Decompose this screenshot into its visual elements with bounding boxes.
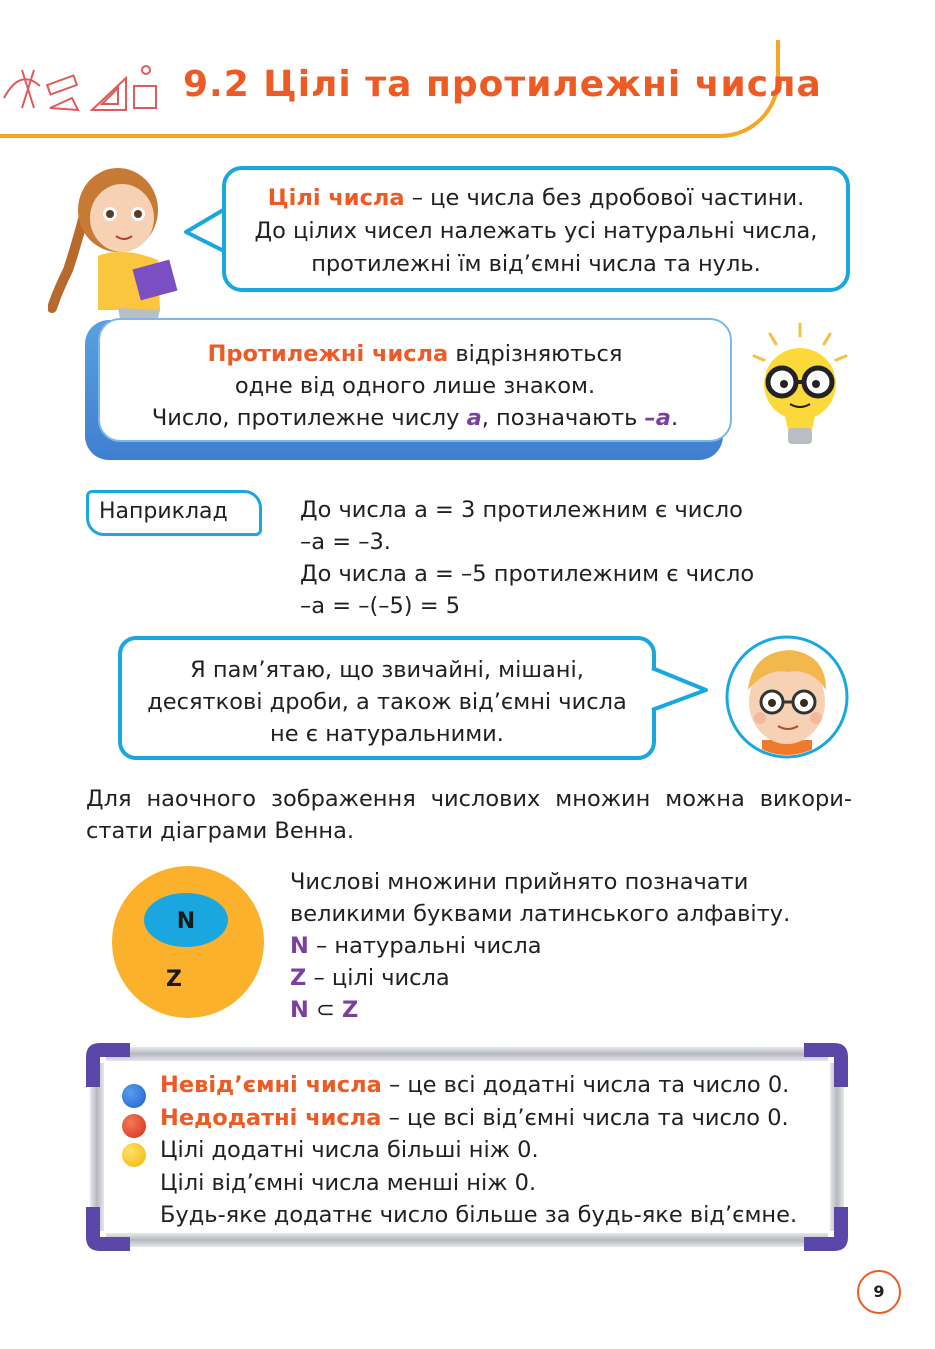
- integers-def-line3: протилежні їм від’ємні числа та нуль.: [311, 251, 761, 277]
- page-number: 9: [857, 1270, 901, 1314]
- memory-line: Я пам’ятаю, що звичайні, мішані,: [190, 657, 584, 683]
- speech-tail: [184, 204, 232, 256]
- sets-description: Числові множини прийнято позначати велик…: [290, 866, 790, 1026]
- venn-diagram: N Z: [112, 866, 264, 1018]
- set-n-ellipse: [144, 893, 228, 947]
- nonpositive-term: Недодатні числа: [160, 1104, 382, 1131]
- symbol-n: N: [290, 933, 309, 959]
- integers-desc: – цілі числа: [306, 965, 450, 991]
- integers-definition-bubble: Цілі числа – це числа без дробової части…: [222, 166, 850, 292]
- page-title: 9.2 Цілі та протилежні числа: [183, 64, 822, 105]
- nonpositive-def: – це всі від’ємні числа та число 0.: [381, 1104, 789, 1131]
- blue-bullet-icon: [122, 1084, 146, 1108]
- math-tools-icon: [3, 65, 157, 112]
- opposite-line3-mid: , позначають: [481, 405, 645, 431]
- boy-avatar: [725, 635, 849, 759]
- red-bullet-icon: [122, 1114, 146, 1138]
- variable-neg-a: –а: [644, 405, 671, 431]
- yellow-bullet-icon: [122, 1143, 146, 1167]
- header-bar: [0, 40, 780, 138]
- example-line: До числа а = 3 протилежним є число: [300, 497, 743, 523]
- memory-line: не є натуральними.: [270, 721, 504, 747]
- example-text: До числа а = 3 протилежним є число –а = …: [300, 494, 754, 622]
- opposite-term: Протилежні числа: [207, 341, 449, 367]
- subset-z: Z: [342, 997, 359, 1023]
- subset-operator: ⊂: [308, 997, 343, 1023]
- board-line3: Цілі додатні числа більші ніж 0.: [160, 1137, 539, 1163]
- example-label: Наприклад: [86, 490, 262, 536]
- opposite-line3-end: .: [670, 405, 679, 431]
- opposite-line1: відрізняються: [448, 341, 623, 367]
- speech-tail: [648, 666, 708, 712]
- board-frame: [86, 1043, 848, 1251]
- nonnegative-def: – це всі додатні числа та число 0.: [381, 1072, 790, 1098]
- lightbulb-glasses-icon: [752, 322, 848, 444]
- opposite-line3-start: Число, протилежне числу: [151, 405, 467, 431]
- venn-label-n: N: [177, 909, 195, 934]
- board-line4: Цілі від’ємні числа менші ніж 0.: [160, 1169, 537, 1196]
- nonnegative-term: Невід’ємні числа: [160, 1072, 382, 1098]
- memory-line: десяткові дроби, а також від’ємні числа: [147, 689, 627, 715]
- venn-label-z: Z: [166, 967, 182, 992]
- opposite-line2: одне від одного лише знаком.: [234, 373, 596, 399]
- symbol-z: Z: [290, 965, 307, 991]
- integers-term: Цілі числа: [267, 185, 405, 211]
- example-line: До числа а = –5 протилежним є число: [300, 561, 755, 587]
- integers-def-line1: – це числа без дробової частини.: [404, 185, 805, 211]
- board-text: Невід’ємні числа – це всі додатні числа …: [160, 1069, 797, 1232]
- venn-paragraph: Для наочного зображення числових множин …: [86, 786, 852, 844]
- example-line: –а = –(–5) = 5: [300, 593, 461, 619]
- subset-n: N: [290, 997, 309, 1023]
- board-line5: Будь-яке додатнє число більше за будь-як…: [160, 1202, 798, 1228]
- opposite-numbers-box: Протилежні числа відрізняються одне від …: [98, 318, 732, 442]
- memory-bubble: Я пам’ятаю, що звичайні, мішані, десятко…: [118, 636, 656, 760]
- sets-line2: великими буквами латинського алфавіту.: [290, 901, 791, 927]
- sets-line1: Числові множини прийнято позначати: [290, 869, 749, 895]
- naturals-desc: – натуральні числа: [308, 933, 542, 959]
- integers-def-line2: До цілих чисел належать усі натуральні ч…: [254, 218, 818, 244]
- variable-a: а: [466, 405, 482, 431]
- example-line: –а = –3.: [300, 529, 391, 555]
